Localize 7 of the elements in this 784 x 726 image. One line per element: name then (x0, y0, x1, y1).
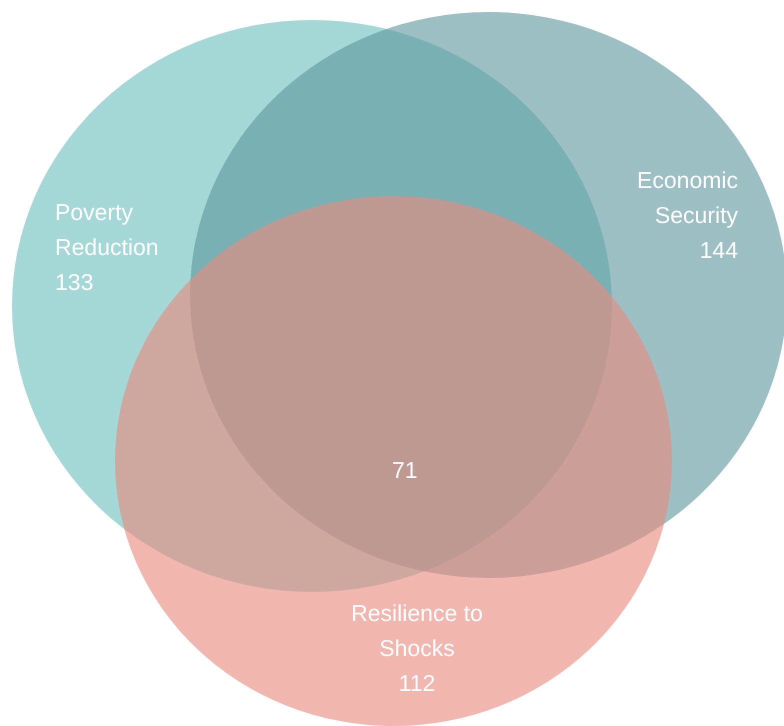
set-label: Resilience to Shocks (350, 599, 484, 663)
set-count: 133 (55, 268, 94, 297)
set-count: 144 (698, 236, 738, 265)
set-label: Economic Security (636, 166, 738, 230)
set-label: Poverty Reduction (55, 198, 160, 262)
intersection-count: 71 (392, 457, 418, 484)
set-count: 112 (398, 669, 436, 698)
